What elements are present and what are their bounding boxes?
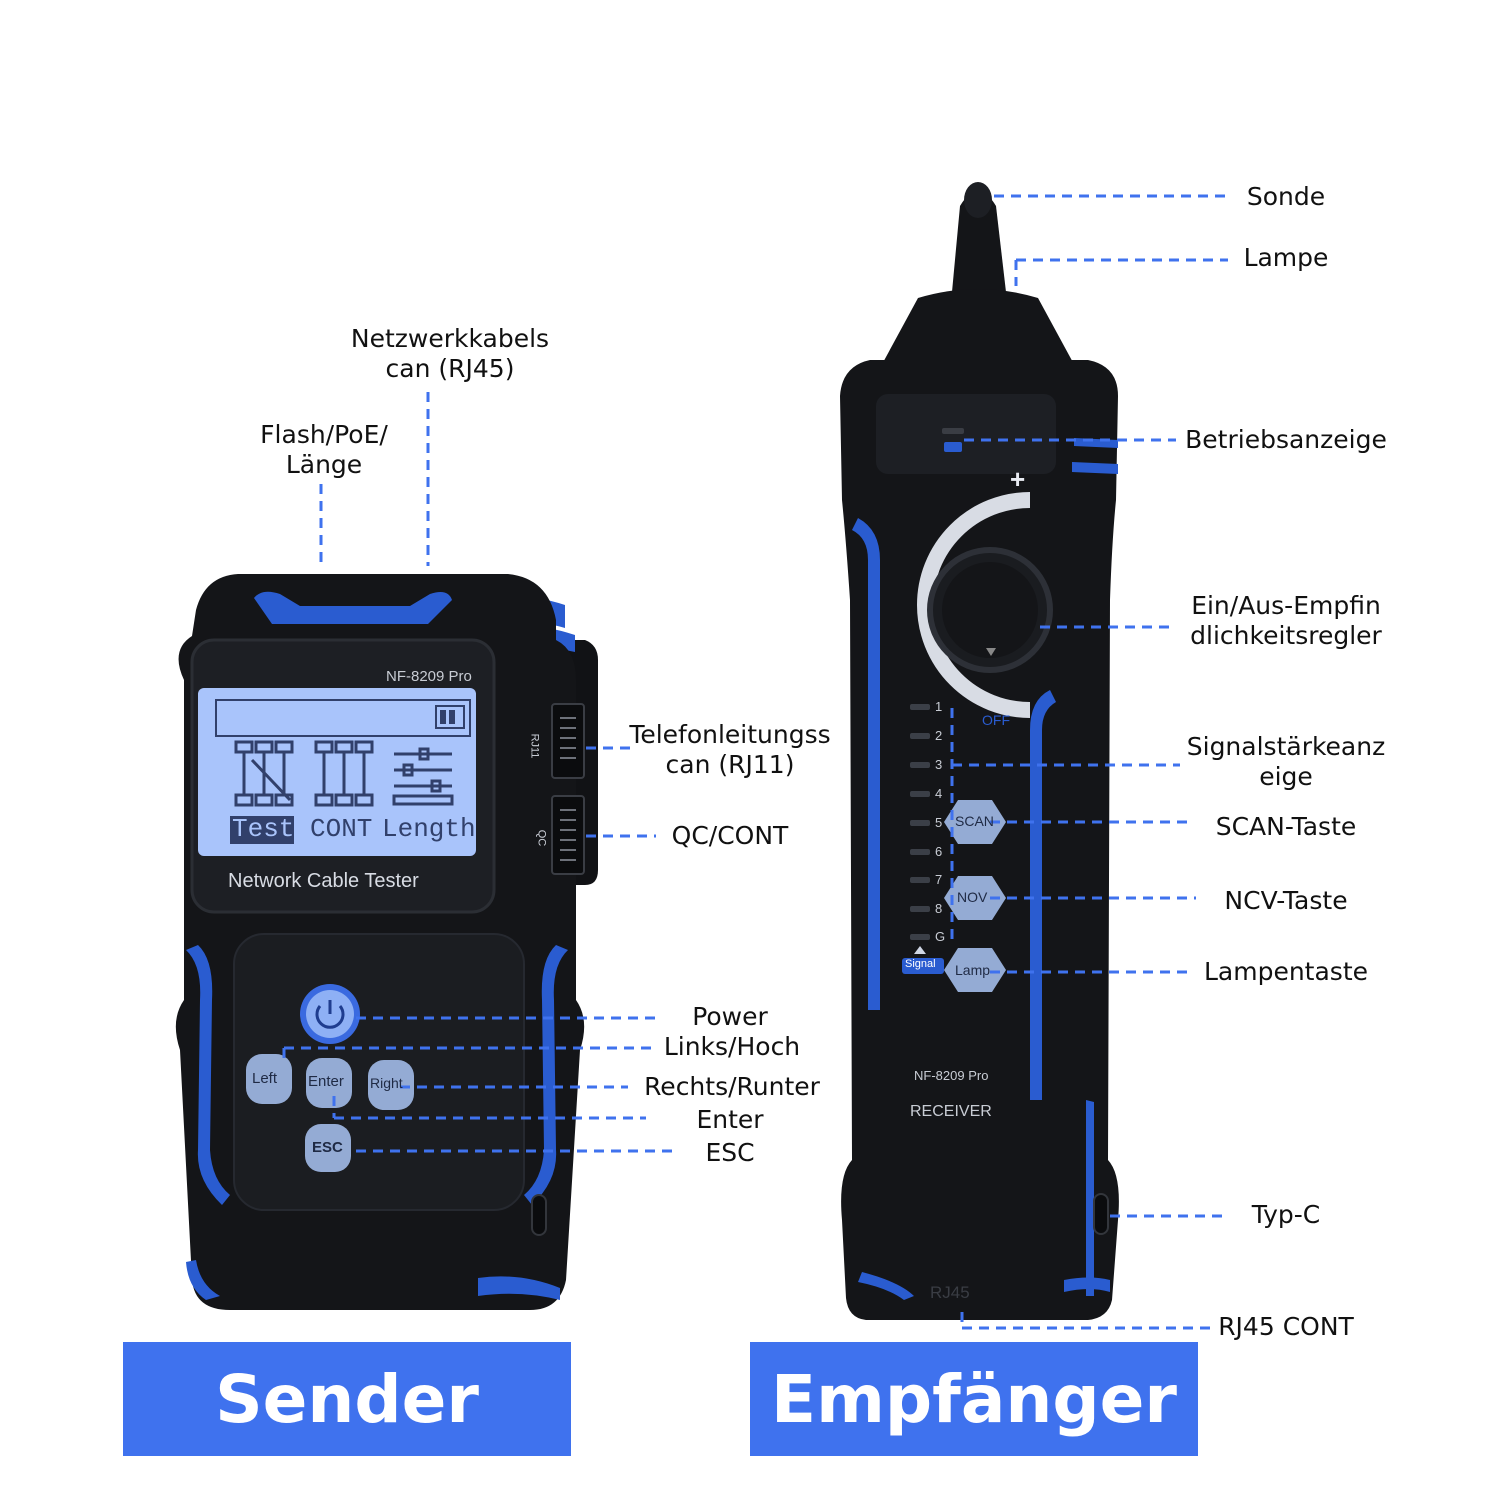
callout-lamp-button: Lampentaste [1203,957,1369,986]
callout-signal-strength: Signalstärkeanz eige [1186,732,1386,791]
signal-level-1: 1 [935,699,943,714]
callout-esc: ESC [705,1138,755,1167]
callout-type-c: Typ-C [1251,1200,1321,1229]
callout-power: Power [692,1002,768,1031]
callout-lamp: Lampe [1243,243,1329,272]
signal-label: Signal [905,958,936,970]
lcd-mode-cont: CONT [310,814,373,844]
esc-button[interactable]: ESC [312,1139,343,1156]
lcd-mode-test: Test [232,814,295,844]
callout-right-down: Rechts/Runter [644,1072,820,1101]
dial-off-label: OFF [982,712,1010,728]
signal-level-3: 3 [935,757,943,772]
signal-level-6: 6 [935,844,943,859]
callout-power-indicator: Betriebsanzeige [1185,425,1387,454]
sender-banner: Sender [123,1342,571,1456]
signal-level-G: G [935,929,946,944]
sensitivity-dial[interactable] [930,550,1050,670]
signal-level-5: 5 [935,815,943,830]
callout-rj45-scan: Netzwerkkabels can (RJ45) [350,324,550,383]
callout-rj45-cont: RJ45 CONT [1218,1312,1354,1341]
signal-level-8: 8 [935,901,943,916]
dial-plus-label: + [1010,464,1026,494]
receiver-model: NF-8209 Pro [914,1068,989,1083]
callout-rj11-scan: Telefonleitungss can (RJ11) [629,720,831,779]
receiver-banner: Empfänger [750,1342,1198,1456]
right-button[interactable]: Right [370,1075,403,1091]
callout-scan-button: SCAN-Taste [1215,812,1357,841]
callout-sensitivity-dial: Ein/Aus-Empfin dlichkeitsregler [1190,591,1382,650]
callout-ncv-button: NCV-Taste [1224,886,1348,915]
power-button[interactable] [300,984,360,1044]
callout-qc-cont: QC/CONT [671,821,789,850]
signal-level-4: 4 [935,786,943,801]
callout-enter: Enter [696,1105,764,1134]
enter-button[interactable]: Enter [308,1073,344,1090]
scan-button[interactable]: SCAN [955,813,994,829]
receiver-device-label: RECEIVER [910,1103,992,1120]
sender-model: NF-8209 Pro [386,668,472,685]
callout-flash-poe-length: Flash/PoE/ Länge [260,420,388,479]
signal-level-2: 2 [935,728,943,743]
left-button[interactable]: Left [252,1070,278,1087]
port-label-qc: QC [535,829,548,847]
ncv-button[interactable]: NOV [957,889,988,905]
signal-level-7: 7 [935,872,943,887]
callout-probe: Sonde [1246,182,1326,211]
sender-device-label: Network Cable Tester [228,870,419,892]
receiver-bottom-port-label: RJ45 [930,1283,970,1302]
lcd-mode-length: Length [382,814,476,844]
callout-left-up: Links/Hoch [663,1032,801,1061]
port-label-rj11: RJ11 [528,733,541,759]
lamp-button[interactable]: Lamp [955,962,991,978]
